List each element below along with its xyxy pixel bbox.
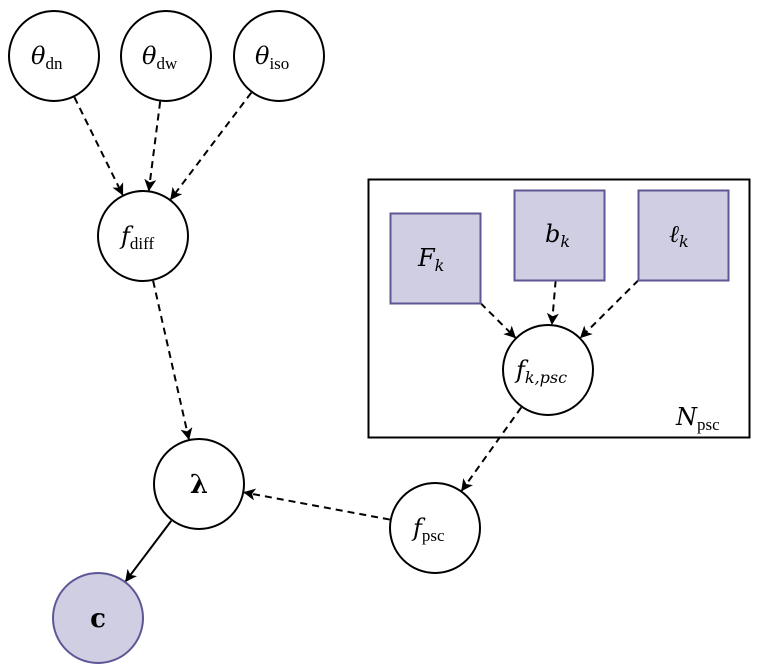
svg-text:θiso: θiso [255,42,289,73]
node-f-psc: fpsc [389,482,481,574]
edge-theta_iso-to-f_diff [169,92,253,201]
svg-text:Fk: Fk [417,244,444,275]
edge-l_k-to-f_k_psc [579,279,640,339]
edge-theta_dw-to-f_diff [144,101,162,192]
edge-f_k_psc-to-f_psc [460,406,523,492]
svg-text:ℓk: ℓk [669,220,689,251]
svg-text:bk: bk [545,220,570,251]
svg-text:θdw: θdw [142,42,178,73]
node-theta-iso: θiso [233,10,325,102]
svg-text:λ: λ [190,470,208,500]
edge-F_k-to-f_k_psc [479,302,517,339]
node-f-diff: fdiff [97,190,189,282]
node-lambda: λ [153,438,245,530]
edge-b_k-to-f_k_psc [546,280,559,326]
plate-npsc [367,178,751,439]
plate-label: Npsc [675,403,720,434]
edge-theta_dn-to-f_diff [73,96,124,196]
node-theta-dw: θdw [120,10,212,102]
node-F-k: Fk [389,212,482,305]
edge-f_psc-to-lambda [243,488,390,521]
edge-f_diff-to-lambda [152,280,193,441]
node-theta-dn: θdn [8,10,100,102]
node-f-k-psc: fk,psc [502,324,594,416]
svg-text:θdn: θdn [31,42,63,73]
edge-lambda-to-c [124,520,173,583]
svg-text:c: c [90,604,106,634]
node-l-k: ℓk [637,189,730,282]
node-c: c [52,572,144,664]
node-b-k: bk [513,189,606,282]
